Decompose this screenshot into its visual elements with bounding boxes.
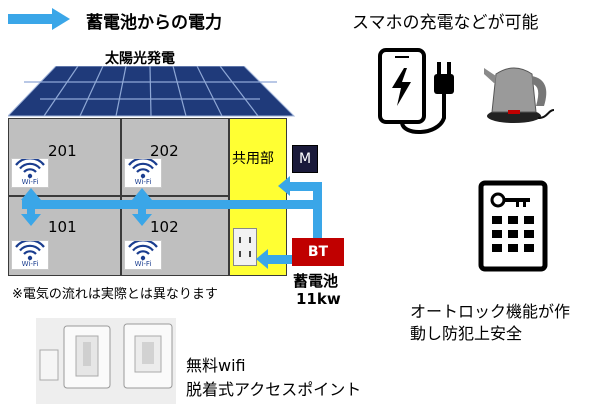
- wifi-caption-line2: 脱着式アクセスポイント: [186, 380, 362, 399]
- battery-badge-label: BT: [307, 244, 329, 260]
- header-arrow-icon: [8, 8, 70, 30]
- meter-badge: M: [292, 145, 318, 173]
- access-point-photo: [36, 318, 176, 404]
- header-right-title: スマホの充電などが可能: [352, 13, 539, 33]
- meter-label: M: [298, 151, 312, 167]
- battery-capacity: 11kw: [296, 290, 341, 308]
- wifi-badge-101: Wi-Fi: [11, 239, 49, 270]
- solar-panel-roof: [8, 66, 296, 117]
- header-title: 蓄電池からの電力: [86, 13, 222, 33]
- smartphone-charging-icon: [378, 48, 454, 135]
- power-outlet-icon: [233, 228, 257, 266]
- wifi-badge-label: Wi-Fi: [21, 260, 39, 268]
- room-201: [8, 118, 121, 196]
- battery-label: 蓄電池: [293, 272, 339, 290]
- electric-kettle-icon: [484, 67, 555, 123]
- room-label-102: 102: [150, 218, 179, 236]
- wifi-badge-label: Wi-Fi: [21, 178, 39, 186]
- room-label-201: 201: [48, 142, 77, 160]
- solar-label: 太陽光発電: [105, 51, 175, 67]
- autolock-caption-line2: 動し防犯上安全: [410, 324, 523, 343]
- wifi-badge-label: Wi-Fi: [134, 260, 152, 268]
- wifi-badge-201: Wi-Fi: [11, 157, 49, 188]
- flow-note: ※電気の流れは実際とは異なります: [12, 287, 218, 302]
- common-area-label: 共用部: [232, 151, 274, 167]
- keypad-lock-icon: [478, 180, 548, 272]
- autolock-caption-line1: オートロック機能が作: [410, 302, 571, 321]
- wifi-icon: [15, 157, 45, 179]
- wifi-icon: [128, 239, 158, 261]
- wifi-badge-102: Wi-Fi: [124, 239, 162, 270]
- room-label-101: 101: [48, 218, 77, 236]
- wifi-badge-label: Wi-Fi: [134, 178, 152, 186]
- wifi-icon: [15, 239, 45, 261]
- wifi-caption-line1: 無料wifi: [186, 356, 246, 375]
- battery-badge: BT: [292, 238, 344, 266]
- room-label-202: 202: [150, 142, 179, 160]
- access-point-device-icon: [39, 323, 173, 389]
- wifi-badge-202: Wi-Fi: [124, 157, 162, 188]
- wifi-icon: [128, 157, 158, 179]
